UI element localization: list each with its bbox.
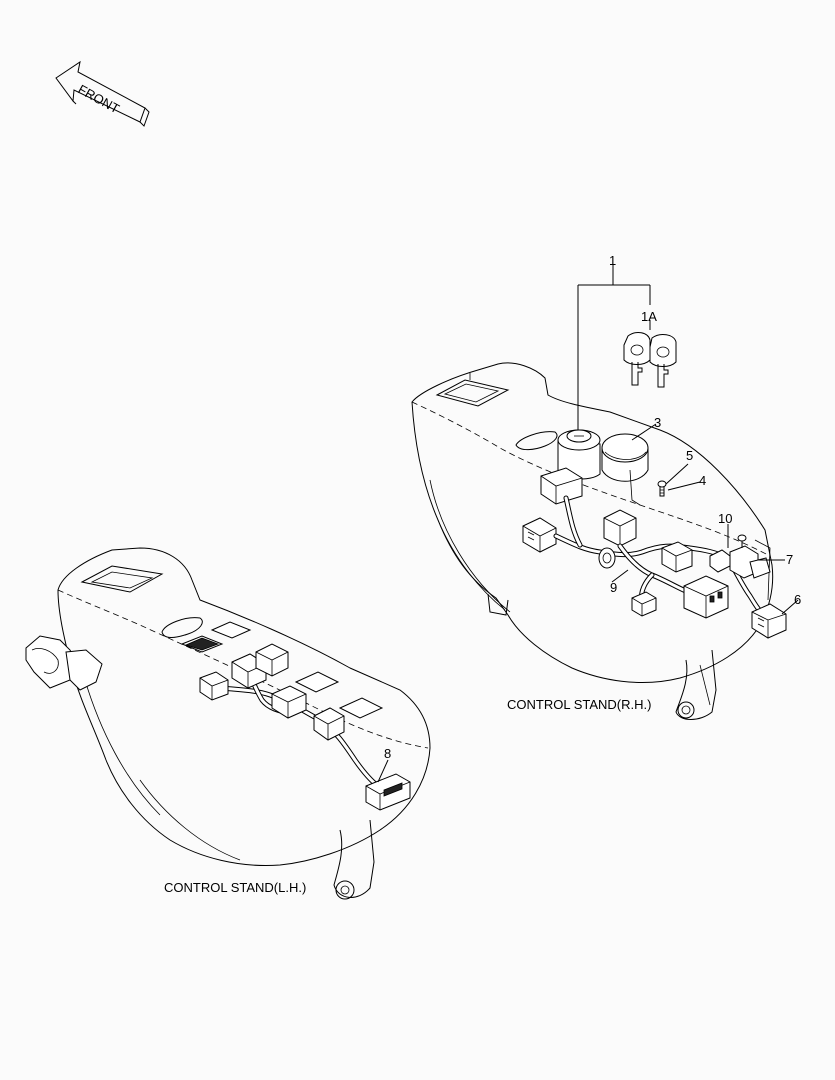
caption-control-stand-rh: CONTROL STAND(R.H.) bbox=[507, 697, 651, 712]
callout-labels: 1 1A 3 5 4 10 7 6 9 8 bbox=[384, 253, 801, 761]
toggle-switch bbox=[729, 534, 771, 579]
callout-4: 4 bbox=[699, 473, 706, 488]
callout-1: 1 bbox=[609, 253, 616, 268]
front-arrow-icon: FRONT bbox=[55, 60, 150, 127]
screw-part bbox=[657, 480, 667, 497]
caption-control-stand-lh: CONTROL STAND(L.H.) bbox=[164, 880, 306, 895]
leader-lines-rh bbox=[577, 265, 799, 615]
callout-3: 3 bbox=[654, 415, 661, 430]
callout-6: 6 bbox=[794, 592, 801, 607]
key-set bbox=[623, 332, 677, 388]
callout-1a: 1A bbox=[641, 309, 657, 324]
harness-connector-left bbox=[522, 517, 557, 553]
callout-8: 8 bbox=[384, 746, 391, 761]
callout-9: 9 bbox=[610, 580, 617, 595]
switch-cap bbox=[601, 433, 649, 506]
callout-7: 7 bbox=[786, 552, 793, 567]
key-switch bbox=[540, 429, 601, 505]
front-arrow-label: FRONT bbox=[76, 82, 122, 117]
relay-box bbox=[683, 575, 729, 619]
connector-8 bbox=[365, 773, 411, 811]
control-stand-rh bbox=[411, 362, 787, 720]
control-stand-lh bbox=[25, 547, 431, 900]
connector-6 bbox=[751, 603, 787, 639]
callout-10: 10 bbox=[718, 511, 732, 526]
callout-5: 5 bbox=[686, 448, 693, 463]
